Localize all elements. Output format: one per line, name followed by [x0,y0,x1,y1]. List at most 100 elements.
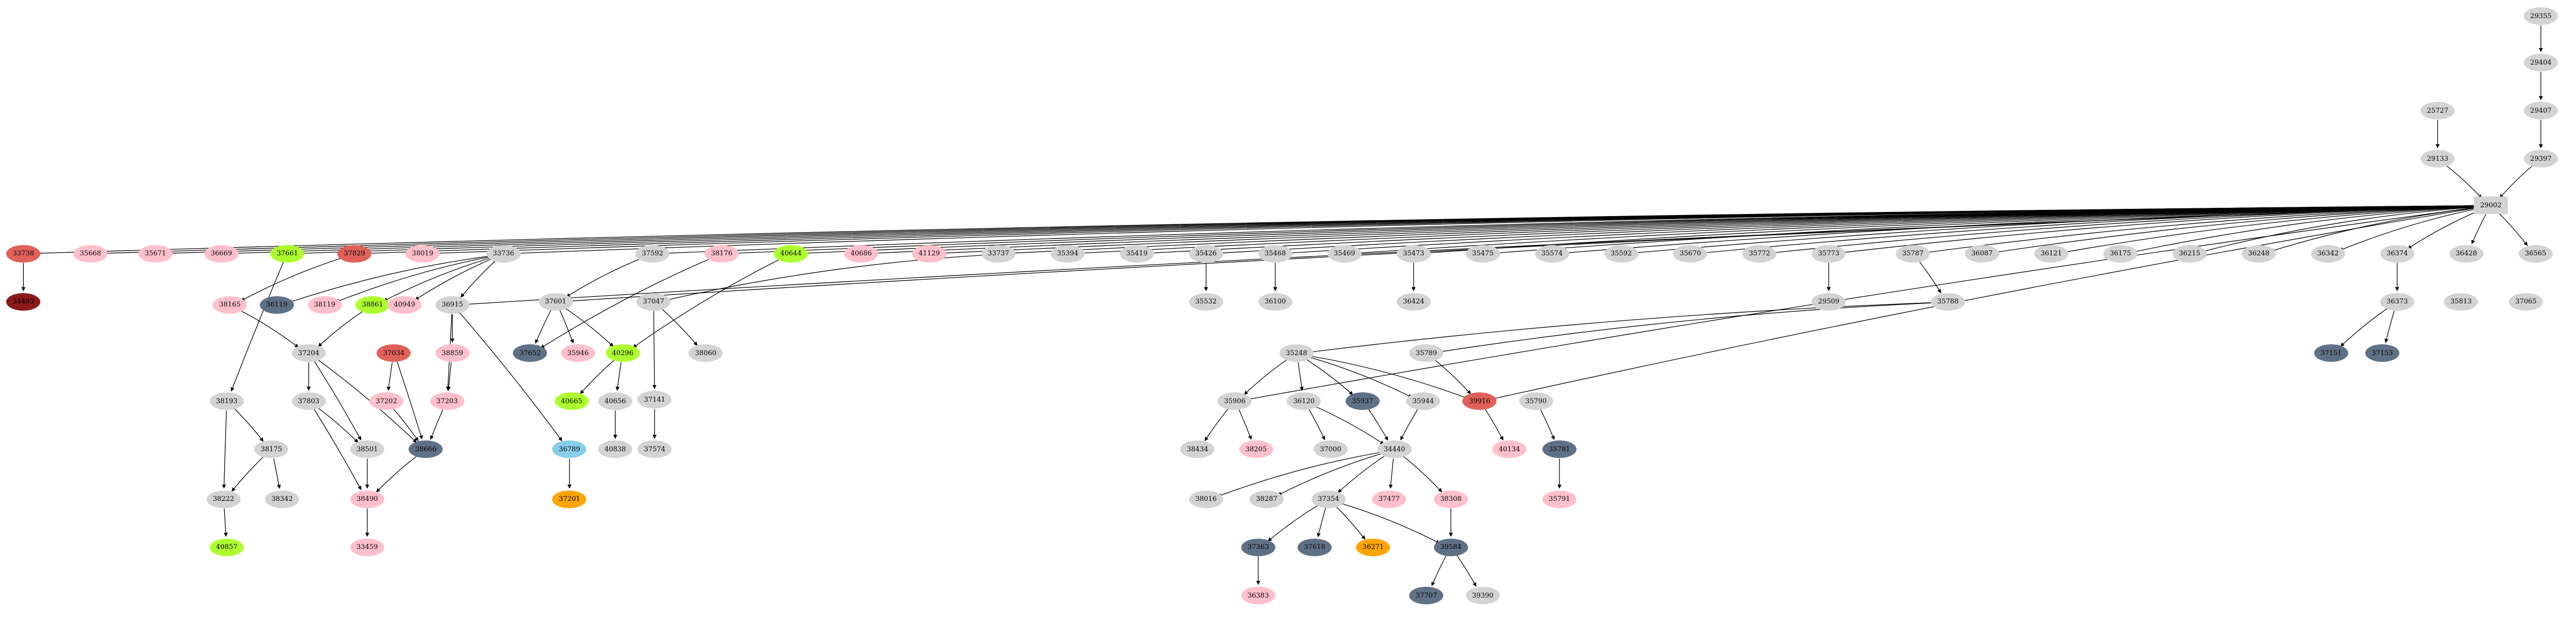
graph-node-40838[interactable]: 40838 [598,440,633,459]
graph-node-33459[interactable]: 33459 [350,538,384,556]
graph-node-35944[interactable]: 35944 [1406,392,1441,410]
graph-node-35426[interactable]: 35426 [1189,245,1223,263]
graph-node-35473[interactable]: 35473 [1396,245,1431,263]
graph-node-38666[interactable]: 38666 [409,440,443,459]
graph-node-35469[interactable]: 35469 [1327,245,1362,263]
graph-node-35248[interactable]: 35248 [1279,344,1314,362]
graph-node-36120[interactable]: 36120 [1287,392,1321,410]
graph-node-37363[interactable]: 37363 [1241,538,1275,556]
graph-node-39390[interactable]: 39390 [1465,587,1500,604]
graph-node-40644[interactable]: 40644 [774,245,808,263]
graph-node-35790[interactable]: 35790 [1519,392,1553,410]
graph-node-35813[interactable]: 35813 [2444,293,2478,311]
graph-node-38119[interactable]: 38119 [307,296,342,314]
graph-node-40665[interactable]: 40665 [554,392,589,410]
graph-node-35946[interactable]: 35946 [560,344,595,362]
graph-node-37618[interactable]: 37618 [1298,538,1332,556]
graph-node-36424[interactable]: 36424 [1396,293,1431,311]
graph-node-37203[interactable]: 37203 [430,392,464,410]
graph-node-37201[interactable]: 37201 [552,490,587,508]
graph-node-35906[interactable]: 35906 [1217,392,1252,410]
graph-node-37153[interactable]: 37153 [2365,344,2399,362]
graph-node-37000[interactable]: 37000 [1313,440,1348,459]
graph-node-35475[interactable]: 35475 [1465,245,1500,263]
graph-node-38287[interactable]: 38287 [1250,490,1284,508]
graph-node-40686[interactable]: 40686 [844,245,879,263]
graph-node-33737[interactable]: 33737 [981,245,1016,263]
graph-node-41129[interactable]: 41129 [912,245,947,263]
graph-node-35671[interactable]: 35671 [138,245,173,263]
graph-node-36915[interactable]: 36915 [435,296,470,314]
graph-node-29404[interactable]: 29404 [2523,54,2558,72]
graph-node-35789[interactable]: 35789 [1409,344,1444,362]
graph-node-37065[interactable]: 37065 [2509,293,2543,311]
graph-node-37574[interactable]: 37574 [637,440,672,459]
graph-node-29355[interactable]: 29355 [2523,7,2558,25]
graph-node-36175[interactable]: 36175 [2103,245,2137,263]
graph-node-38222[interactable]: 38222 [206,490,241,508]
graph-node-37151[interactable]: 37151 [2314,344,2349,362]
graph-node-35592[interactable]: 35592 [1604,245,1638,263]
graph-node-33738[interactable]: 33738 [6,245,41,263]
graph-node-38165[interactable]: 38165 [213,296,247,314]
graph-node-38308[interactable]: 38308 [1433,490,1468,508]
graph-node-37829[interactable]: 37829 [337,245,372,263]
graph-node-29002[interactable]: 29002 [2474,196,2508,215]
graph-node-36248[interactable]: 36248 [2241,245,2276,263]
graph-node-35419[interactable]: 35419 [1119,245,1154,263]
graph-node-38060[interactable]: 38060 [689,344,723,362]
graph-node-38016[interactable]: 38016 [1189,490,1223,508]
graph-node-37477[interactable]: 37477 [1372,490,1407,508]
graph-node-38859[interactable]: 38859 [435,344,470,362]
graph-node-37034[interactable]: 37034 [377,344,411,362]
graph-node-39916[interactable]: 39916 [1462,392,1497,410]
graph-node-33736[interactable]: 33736 [486,245,521,263]
graph-node-38176[interactable]: 38176 [705,245,739,263]
graph-node-38434[interactable]: 38434 [1180,440,1215,459]
graph-node-34493[interactable]: 34493 [6,293,41,311]
graph-node-38175[interactable]: 38175 [254,440,289,459]
graph-node-35670[interactable]: 35670 [1673,245,1708,263]
graph-node-37601[interactable]: 37601 [538,293,573,311]
graph-node-35668[interactable]: 35668 [73,245,108,263]
graph-node-37204[interactable]: 37204 [291,344,326,362]
graph-node-39584[interactable]: 39584 [1433,538,1468,556]
graph-node-36565[interactable]: 36565 [2518,245,2553,263]
graph-node-29509[interactable]: 29509 [1812,293,1846,311]
graph-node-40949[interactable]: 40949 [387,296,422,314]
graph-node-40134[interactable]: 40134 [1492,440,1527,459]
graph-node-29407[interactable]: 29407 [2523,102,2558,120]
graph-node-35468[interactable]: 35468 [1258,245,1292,263]
graph-node-29397[interactable]: 29397 [2523,150,2558,168]
graph-node-25727[interactable]: 25727 [2421,102,2455,120]
graph-node-40296[interactable]: 40296 [605,344,640,362]
graph-node-38861[interactable]: 38861 [355,296,390,314]
graph-node-38205[interactable]: 38205 [1239,440,1273,459]
graph-node-37803[interactable]: 37803 [291,392,326,410]
graph-node-35781[interactable]: 35781 [1542,440,1576,459]
graph-node-36119[interactable]: 36119 [259,296,294,314]
graph-node-36121[interactable]: 36121 [2034,245,2069,263]
graph-node-35574[interactable]: 35574 [1535,245,1569,263]
graph-node-38193[interactable]: 38193 [209,392,244,410]
graph-node-37661[interactable]: 37661 [270,245,305,263]
graph-node-37592[interactable]: 37592 [635,245,670,263]
graph-node-29133[interactable]: 29133 [2421,150,2455,168]
graph-node-36087[interactable]: 36087 [1965,245,2000,263]
graph-node-36342[interactable]: 36342 [2310,245,2345,263]
graph-node-38019[interactable]: 38019 [405,245,440,263]
graph-node-36271[interactable]: 36271 [1356,538,1391,556]
graph-node-37707[interactable]: 37707 [1409,587,1444,604]
graph-node-35532[interactable]: 35532 [1189,293,1223,311]
graph-node-37141[interactable]: 37141 [637,391,672,409]
graph-node-36373[interactable]: 36373 [2380,293,2414,311]
graph-node-36215[interactable]: 36215 [2172,245,2207,263]
graph-node-38342[interactable]: 38342 [265,490,300,508]
graph-node-36383[interactable]: 36383 [1241,587,1275,604]
graph-node-36789[interactable]: 36789 [552,440,587,459]
graph-node-35788[interactable]: 35788 [1931,293,1965,311]
graph-node-36428[interactable]: 36428 [2449,245,2484,263]
graph-node-35394[interactable]: 35394 [1050,245,1085,263]
graph-node-35937[interactable]: 35937 [1345,392,1380,410]
graph-node-38490[interactable]: 38490 [350,490,384,508]
